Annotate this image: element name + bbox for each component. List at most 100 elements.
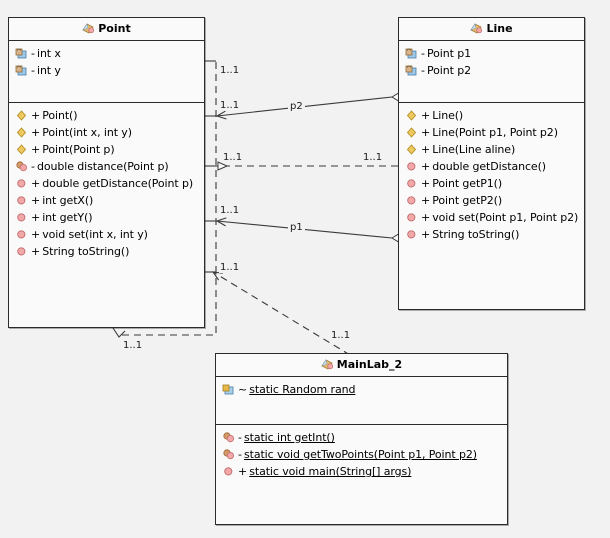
method-row[interactable]: -double distance(Point p) <box>9 158 204 175</box>
methods-compartment-line: +Line() +Line(Point p1, Point p2) +Line(… <box>399 103 584 247</box>
private-method-icon <box>16 161 27 172</box>
constructor-icon <box>406 127 417 138</box>
public-method-icon <box>17 196 26 205</box>
method-row[interactable]: +Point(Point p) <box>9 141 204 158</box>
method-row[interactable]: +Point getP2() <box>399 192 584 209</box>
visibility-marker: + <box>421 143 431 156</box>
multiplicity-point-p1: 1..1 <box>219 205 241 216</box>
multiplicity-point-dep: 1..1 <box>222 152 244 163</box>
private-field-icon <box>15 48 27 59</box>
visibility-marker: ~ <box>238 383 248 396</box>
constructor-icon <box>16 144 27 155</box>
visibility-marker: + <box>421 194 431 207</box>
fields-compartment-mainlab2: ~static Random rand <box>216 377 507 425</box>
method-signature: double getDistance() <box>432 160 546 173</box>
private-method-icon <box>223 432 234 443</box>
class-icon <box>470 23 483 34</box>
methods-compartment-mainlab2: -static int getInt() -static void getTwo… <box>216 425 507 484</box>
visibility-marker: + <box>31 143 41 156</box>
multiplicity-point-top: 1..1 <box>219 65 241 76</box>
edge-aggregation-p2 <box>215 91 408 120</box>
method-row[interactable]: +double getDistance(Point p) <box>9 175 204 192</box>
class-title-mainlab2: MainLab_2 <box>216 354 507 377</box>
method-signature: void set(Point p1, Point p2) <box>432 211 579 224</box>
multiplicity-line-dep: 1..1 <box>362 152 384 163</box>
fields-compartment-line: -Point p1 -Point p2 <box>399 41 584 103</box>
multiplicity-point-bottom: 1..1 <box>122 340 144 351</box>
method-row[interactable]: +Point(int x, int y) <box>9 124 204 141</box>
method-row[interactable]: +double getDistance() <box>399 158 584 175</box>
edge-dependency-point-bottom <box>112 327 126 338</box>
visibility-marker: - <box>31 160 35 173</box>
visibility-marker: + <box>421 228 431 241</box>
method-row[interactable]: +String toString() <box>399 226 584 243</box>
visibility-marker: + <box>421 160 431 173</box>
edge-dependency-main-point <box>211 271 351 356</box>
method-row[interactable]: -static int getInt() <box>216 429 507 446</box>
method-signature: int getX() <box>42 194 94 207</box>
method-row[interactable]: +Line(Line aline) <box>399 141 584 158</box>
visibility-marker: + <box>421 211 431 224</box>
method-signature: String toString() <box>432 228 520 241</box>
method-row[interactable]: +Line() <box>399 107 584 124</box>
class-title-point: Point <box>9 18 204 41</box>
visibility-marker: - <box>31 47 35 60</box>
method-signature: double getDistance(Point p) <box>42 177 194 190</box>
visibility-marker: + <box>31 245 41 258</box>
visibility-marker: + <box>31 177 41 190</box>
method-row[interactable]: +int getY() <box>9 209 204 226</box>
method-signature: static void getTwoPoints(Point p1, Point… <box>243 448 477 461</box>
method-signature: double distance(Point p) <box>36 160 169 173</box>
visibility-marker: + <box>31 126 41 139</box>
role-label-p2: p2 <box>288 101 305 112</box>
private-field-icon <box>405 65 417 76</box>
class-name-line: Line <box>486 22 513 35</box>
method-row[interactable]: +Point getP1() <box>399 175 584 192</box>
public-method-icon <box>407 196 416 205</box>
method-signature: Line() <box>432 109 464 122</box>
method-row[interactable]: +void set(Point p1, Point p2) <box>399 209 584 226</box>
class-box-point[interactable]: Point -int x -int y <box>8 17 205 328</box>
field-row[interactable]: ~static Random rand <box>216 381 507 398</box>
visibility-marker: - <box>238 448 242 461</box>
class-box-mainlab2[interactable]: MainLab_2 ~static Random rand -static in… <box>215 353 508 525</box>
visibility-marker: + <box>31 109 41 122</box>
class-name-mainlab2: MainLab_2 <box>336 358 403 371</box>
method-row[interactable]: -static void getTwoPoints(Point p1, Poin… <box>216 446 507 463</box>
class-icon <box>82 23 95 34</box>
class-icon <box>320 359 333 370</box>
private-field-icon <box>405 48 417 59</box>
method-row[interactable]: +void set(int x, int y) <box>9 226 204 243</box>
field-row[interactable]: -int x <box>9 45 204 62</box>
visibility-marker: - <box>421 47 425 60</box>
constructor-icon <box>406 144 417 155</box>
method-signature: Line(Line aline) <box>432 143 516 156</box>
package-field-icon <box>222 384 234 395</box>
field-row[interactable]: -int y <box>9 62 204 79</box>
public-method-icon <box>407 230 416 239</box>
field-signature: int y <box>36 64 61 77</box>
method-row[interactable]: +String toString() <box>9 243 204 260</box>
constructor-icon <box>16 127 27 138</box>
public-method-icon <box>407 162 416 171</box>
visibility-marker: + <box>421 177 431 190</box>
class-box-line[interactable]: Line -Point p1 -Point p2 <box>398 17 585 310</box>
public-method-icon <box>17 213 26 222</box>
method-row[interactable]: +Point() <box>9 107 204 124</box>
edge-stubs <box>205 60 218 273</box>
methods-compartment-point: +Point() +Point(int x, int y) +Point(Poi… <box>9 103 204 264</box>
field-row[interactable]: -Point p1 <box>399 45 584 62</box>
method-signature: static void main(String[] args) <box>249 465 412 478</box>
visibility-marker: - <box>31 64 35 77</box>
method-signature: Point() <box>42 109 78 122</box>
method-row[interactable]: +Line(Point p1, Point p2) <box>399 124 584 141</box>
fields-compartment-point: -int x -int y <box>9 41 204 103</box>
visibility-marker: + <box>238 465 248 478</box>
method-row[interactable]: +static void main(String[] args) <box>216 463 507 480</box>
private-field-icon <box>15 65 27 76</box>
public-method-icon <box>407 213 416 222</box>
field-row[interactable]: -Point p2 <box>399 62 584 79</box>
method-row[interactable]: +int getX() <box>9 192 204 209</box>
visibility-marker: - <box>421 64 425 77</box>
